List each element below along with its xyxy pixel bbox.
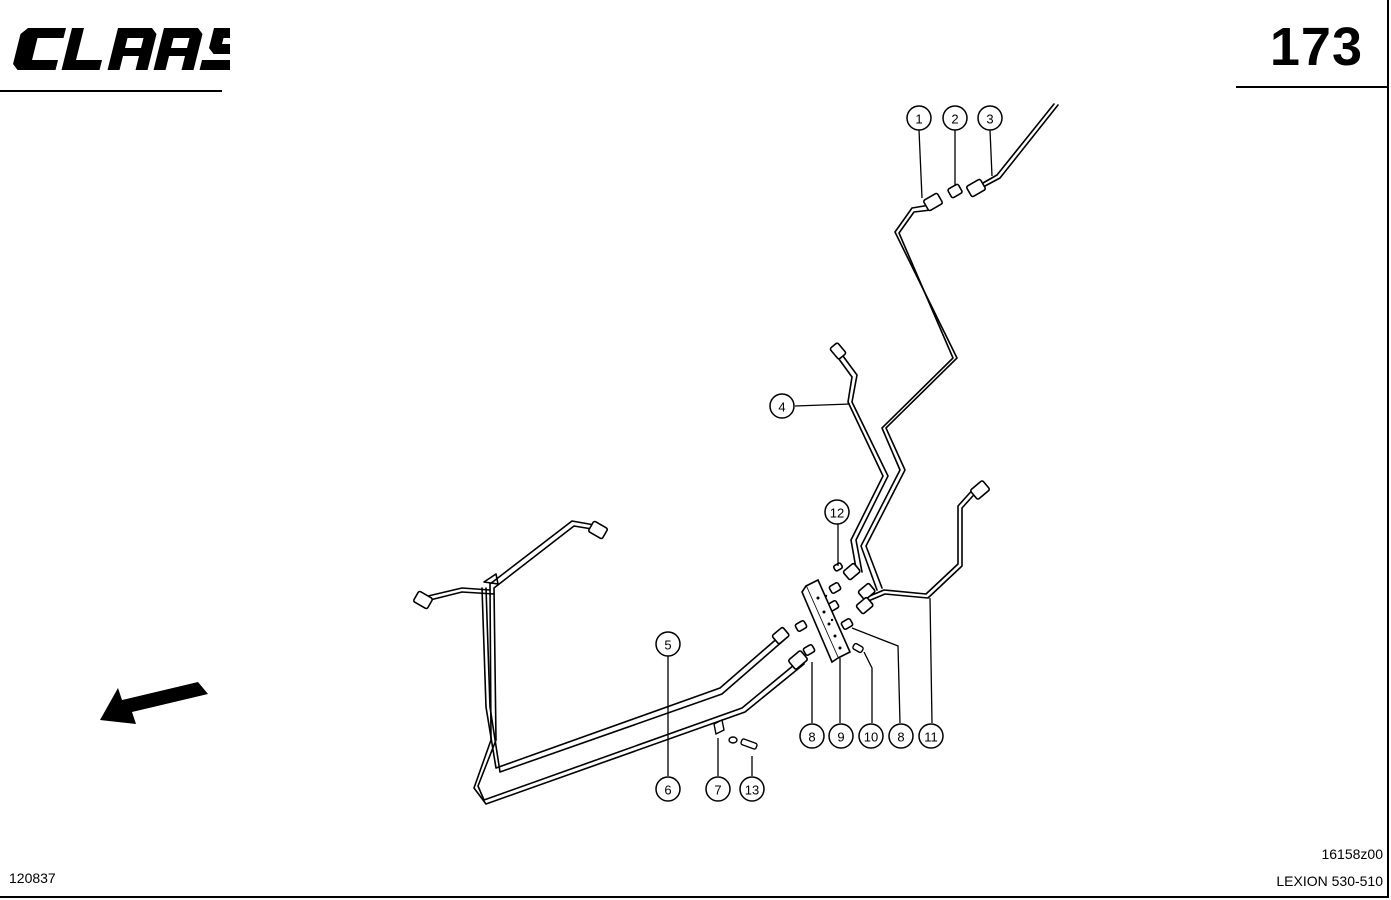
svg-text:2: 2 (951, 112, 958, 127)
clip-7 (713, 718, 725, 736)
callout-13: 13 (739, 776, 765, 802)
page-number: 173 (1269, 17, 1363, 77)
svg-text:9: 9 (837, 730, 844, 745)
callout-8-left: 8 (799, 723, 825, 749)
svg-text:11: 11 (924, 730, 938, 745)
svg-text:5: 5 (664, 638, 671, 653)
svg-text:12: 12 (830, 506, 844, 521)
callout-2: 2 (942, 105, 968, 131)
fitting-1 (923, 192, 943, 212)
callout-1: 1 (906, 105, 932, 131)
fitting-1-bottom (857, 582, 876, 601)
pipe-11 (865, 487, 981, 603)
bolt-13 (740, 738, 758, 750)
svg-text:1: 1 (915, 112, 922, 127)
svg-text:8: 8 (897, 730, 904, 745)
document-code: 120837 (9, 870, 56, 886)
callout-11: 11 (918, 723, 944, 749)
callout-7: 7 (705, 776, 731, 802)
pipe-4 (839, 351, 889, 573)
fitting-3 (966, 178, 986, 198)
arrow-left-down-icon (100, 682, 208, 724)
fitting-4 (842, 562, 861, 581)
screw-10 (852, 642, 864, 654)
claas-logo (13, 28, 230, 70)
svg-text:8: 8 (808, 730, 815, 745)
header-rule-left (0, 90, 222, 92)
callout-8-right: 8 (888, 723, 914, 749)
fitting-6 (788, 650, 808, 670)
fitting-5 (771, 626, 790, 645)
fitting-left (413, 590, 433, 610)
fitting-11 (855, 596, 874, 615)
model-name: LEXION 530-510 (1276, 873, 1383, 889)
fitting-6-top (588, 520, 608, 540)
svg-text:6: 6 (664, 783, 671, 798)
callout-3: 3 (977, 105, 1003, 131)
svg-text:13: 13 (745, 783, 759, 798)
washer-13 (728, 736, 738, 744)
fitting-11-top (970, 480, 990, 500)
figure-code: 16158z00 (1321, 846, 1383, 862)
callout-4: 4 (769, 393, 795, 419)
pipe-1 (865, 204, 958, 589)
fitting-2 (947, 183, 963, 199)
callout-5: 5 (655, 631, 681, 657)
fitting-4-top (829, 342, 847, 360)
svg-text:3: 3 (986, 112, 993, 127)
distributor-block (801, 578, 852, 664)
pipe-bracket (483, 573, 499, 585)
pipe-3 (984, 104, 1059, 187)
svg-text:10: 10 (864, 730, 878, 745)
svg-text:7: 7 (714, 783, 721, 798)
svg-text:4: 4 (778, 400, 785, 415)
pipe-6 (477, 525, 801, 801)
pipe-6-branch (429, 591, 495, 601)
header-rule-right (1236, 86, 1388, 88)
callout-12: 12 (824, 499, 850, 525)
pipe-5 (481, 587, 781, 769)
callout-10: 10 (858, 723, 884, 749)
callout-6: 6 (655, 776, 681, 802)
callout-9: 9 (828, 723, 854, 749)
